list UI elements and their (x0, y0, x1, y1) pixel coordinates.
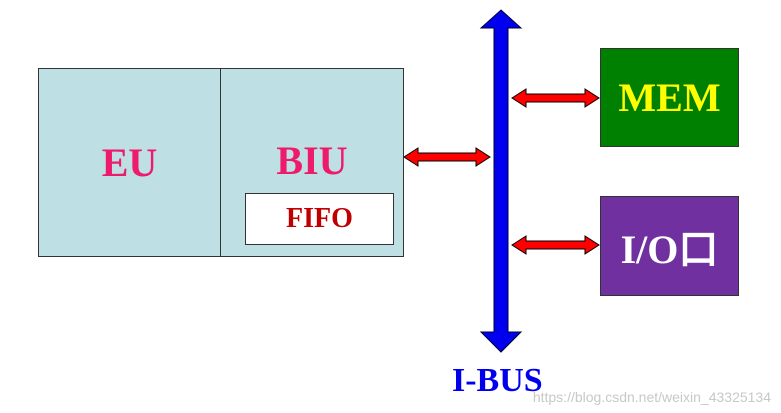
mem-label: MEM (618, 75, 721, 120)
i-bus-arrow (479, 9, 523, 353)
mem-block: MEM (600, 48, 739, 147)
watermark: https://blog.csdn.net/weixin_43325134 (532, 389, 771, 405)
biu-bus-link-arrow (403, 147, 491, 167)
bus-io-link-arrow (511, 235, 600, 255)
eu-block: EU (38, 68, 221, 257)
io-port-block: I/O口 (600, 196, 739, 296)
fifo-label: FIFO (286, 203, 353, 234)
i-bus-label: I-BUS (452, 362, 543, 399)
bus-mem-link-arrow (511, 88, 600, 108)
fifo-block: FIFO (245, 193, 394, 245)
eu-label: EU (101, 140, 158, 185)
io-port-label: I/O口 (620, 227, 719, 272)
biu-label: BIU (276, 138, 348, 183)
